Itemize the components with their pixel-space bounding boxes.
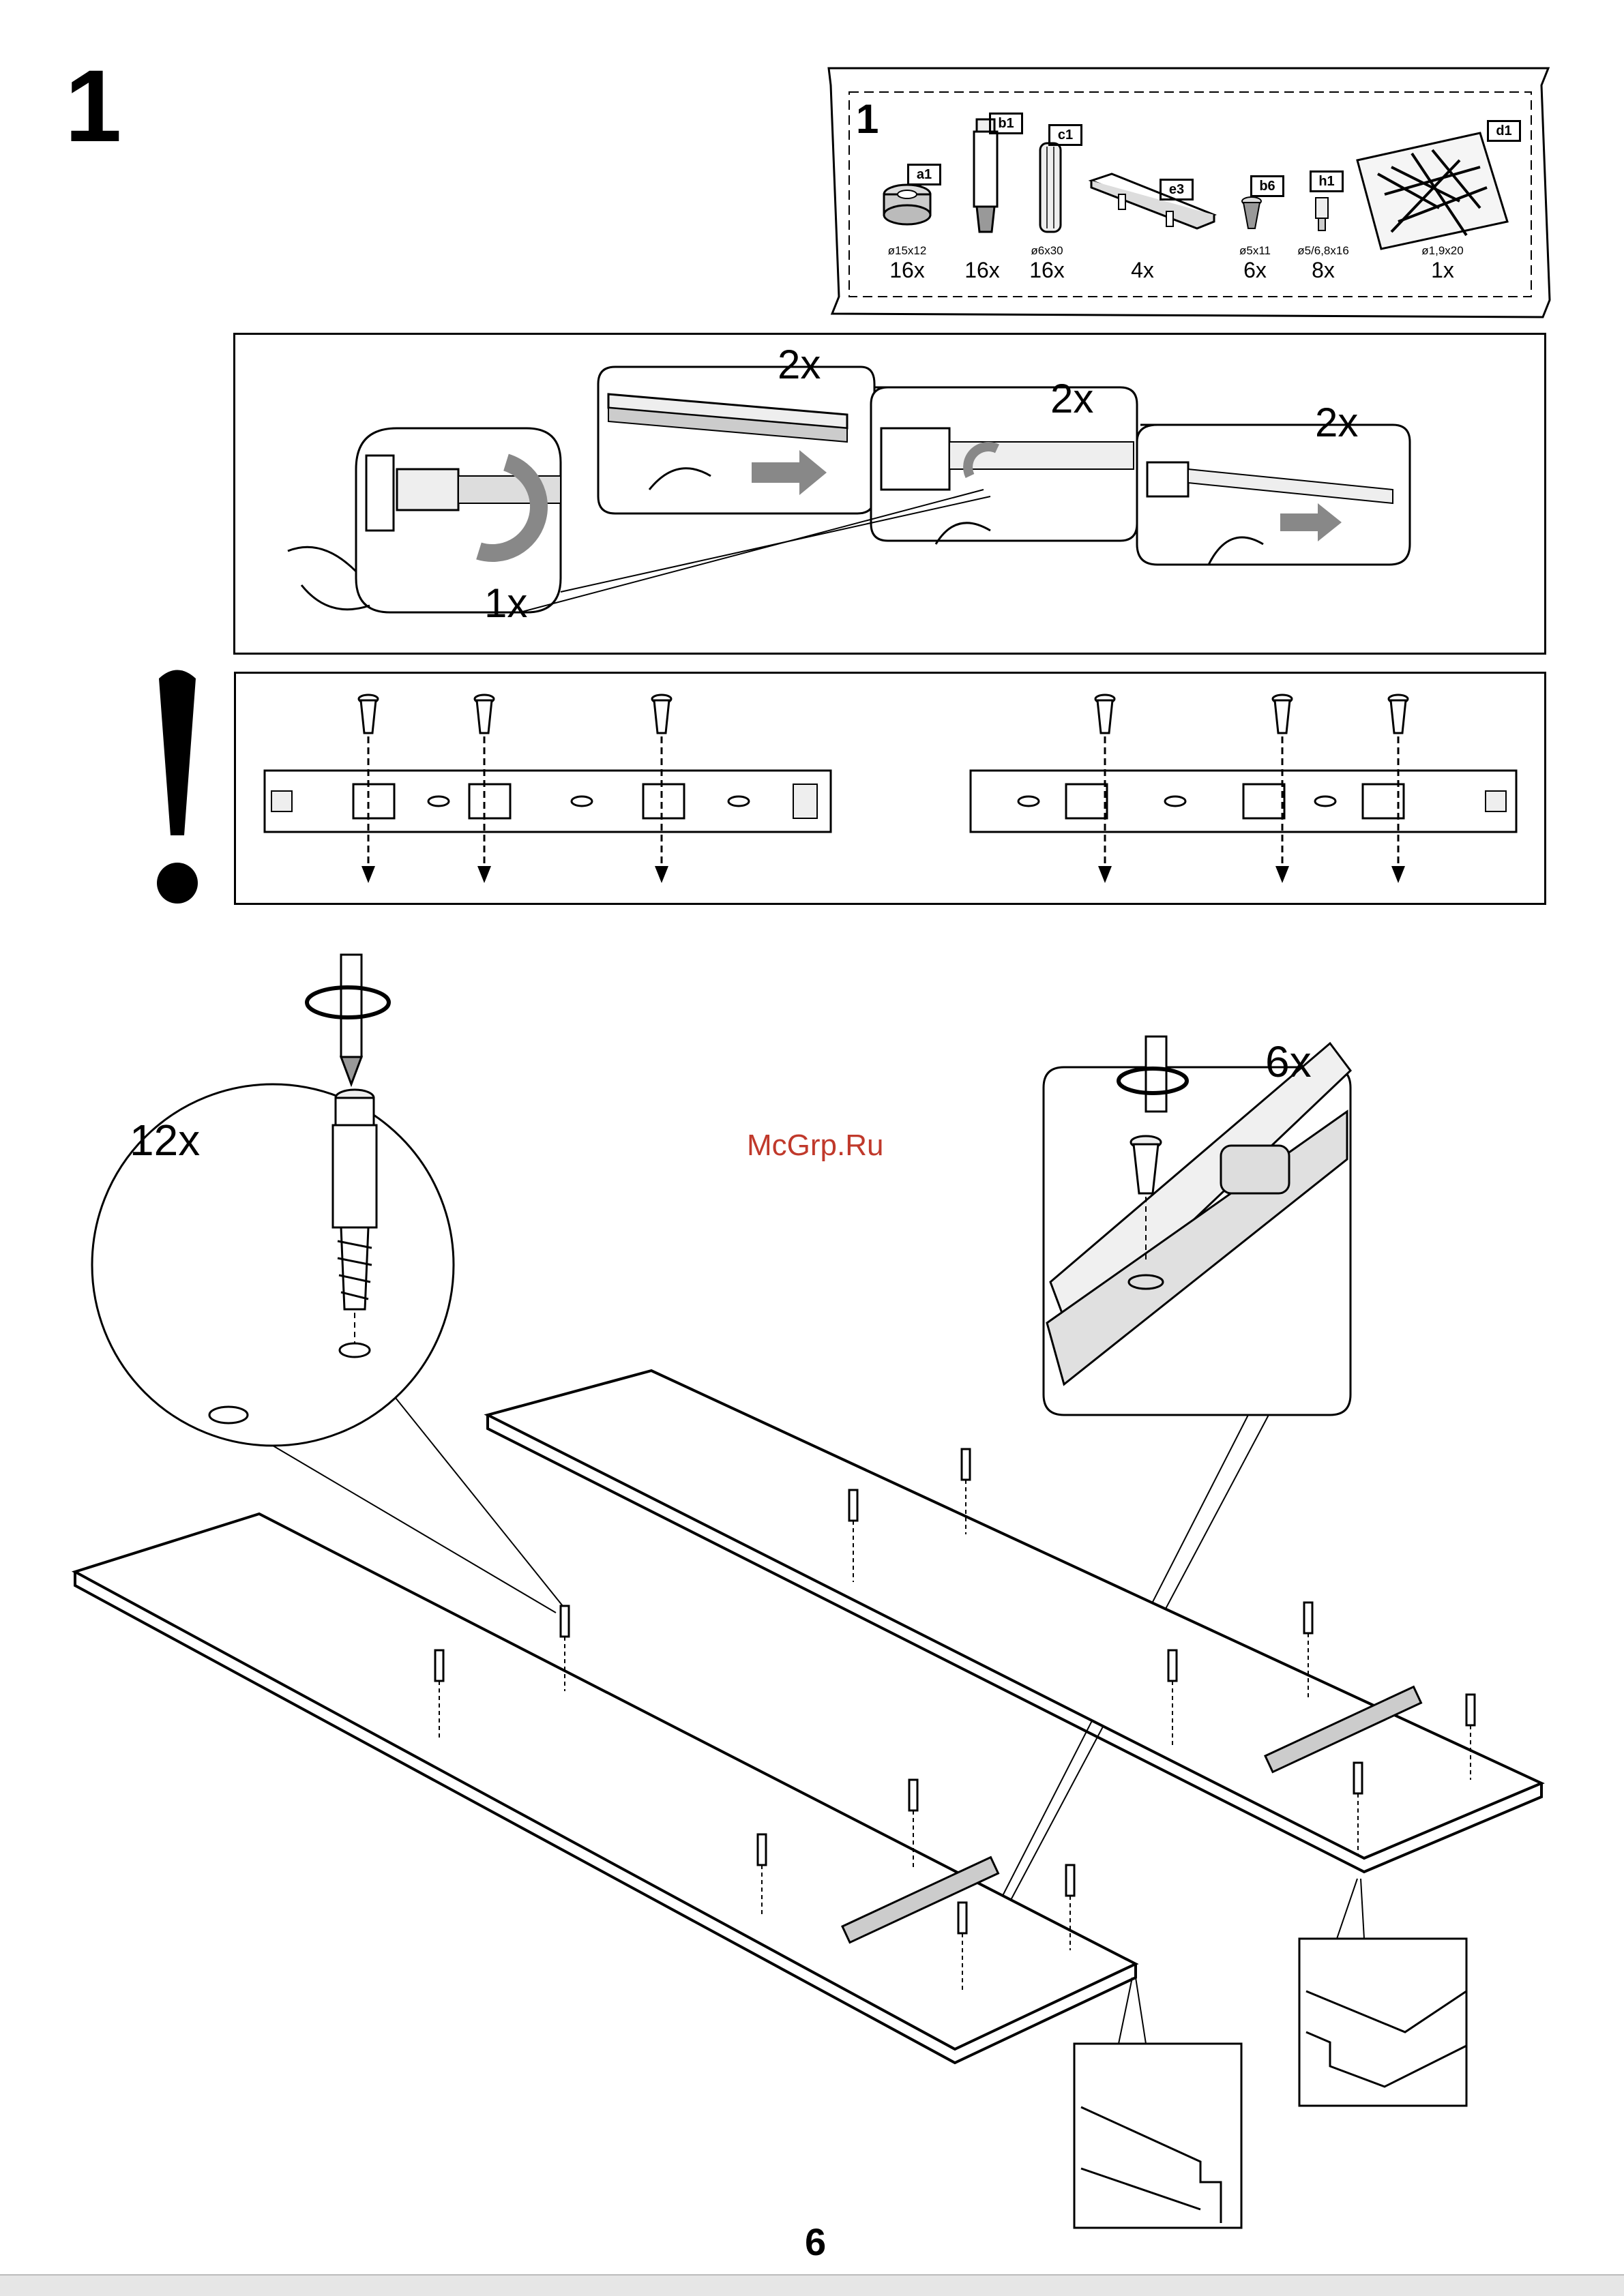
part-spec-a1: ø15x12	[880, 244, 934, 258]
cam-lock-icon	[884, 185, 930, 224]
watermark: McGrp.Ru	[747, 1129, 883, 1163]
part-code-b1: b1	[989, 113, 1023, 134]
rail-callout-2	[598, 367, 874, 513]
rail-callout-label-4: 2x	[1315, 399, 1358, 446]
part-code-c1: c1	[1048, 124, 1082, 146]
screw-callout-label: 6x	[1265, 1037, 1312, 1087]
rail-callout-4	[1137, 425, 1410, 565]
page-number: 6	[805, 2220, 826, 2264]
part-code-d1: d1	[1487, 120, 1521, 142]
part-code-h1: h1	[1310, 170, 1344, 192]
part-qty-h1: 8x	[1296, 258, 1350, 283]
edge-detail-left	[1074, 1978, 1241, 2228]
rail-callout-label-1: 1x	[484, 580, 527, 627]
dowel-zoom-callout	[92, 955, 563, 1613]
part-spec-b6: ø5x11	[1228, 244, 1282, 258]
part-qty-b1: 16x	[955, 258, 1009, 283]
part-qty-a1: 16x	[880, 258, 934, 283]
wood-dowel-icon	[1040, 143, 1061, 232]
rail-callout-label-2: 2x	[778, 341, 821, 388]
screw-rail-panel	[234, 672, 1546, 905]
right-rail	[971, 771, 1516, 832]
cam-dowel-icon	[974, 119, 997, 232]
exclamation-icon	[153, 665, 201, 910]
part-qty-d1: 1x	[1415, 258, 1470, 283]
part-qty-e3: 4x	[1115, 258, 1170, 283]
part-code-a1: a1	[907, 164, 941, 185]
step-number: 1	[65, 55, 121, 157]
dowel-callout-label: 12x	[130, 1115, 200, 1165]
parts-step-label: 1	[856, 95, 879, 143]
part-spec-d1: ø1,9x20	[1412, 244, 1473, 258]
rail-callout-3	[871, 387, 1137, 544]
part-spec-h1: ø5/6,8x16	[1282, 244, 1364, 258]
part-spec-c1: ø6x30	[1020, 244, 1074, 258]
part-code-e3: e3	[1160, 179, 1194, 200]
part-code-b6: b6	[1250, 175, 1284, 197]
rail-assembly-panel	[233, 333, 1546, 655]
left-rail	[265, 771, 831, 832]
edge-detail-right	[1299, 1879, 1466, 2106]
part-qty-b6: 6x	[1228, 258, 1282, 283]
part-qty-c1: 16x	[1020, 258, 1074, 283]
rail-callout-label-3: 2x	[1050, 375, 1093, 422]
footer-strip	[0, 2274, 1624, 2296]
